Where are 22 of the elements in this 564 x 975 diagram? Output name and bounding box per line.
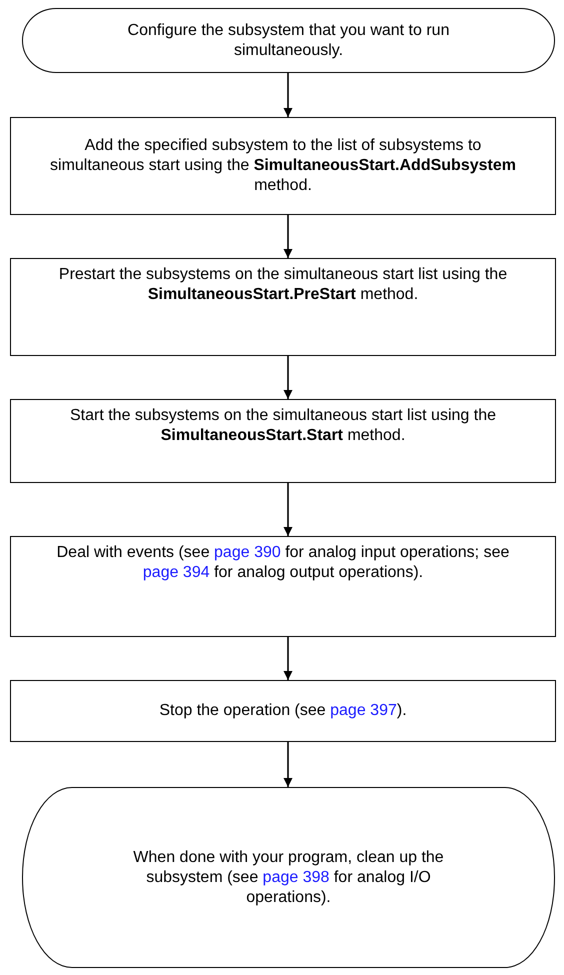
page-link: page 398 bbox=[262, 868, 330, 886]
process-box bbox=[10, 258, 556, 356]
step-text: Start the subsystems on the simultaneous start list using the SimultaneousStart.Start method. bbox=[69, 406, 497, 446]
arrow bbox=[284, 215, 292, 258]
process-box bbox=[10, 399, 556, 483]
step-text: When done with your program, clean up the subsystem (see page 398 for analog I/O operations). bbox=[132, 848, 445, 908]
page-link: page 397 bbox=[330, 702, 397, 719]
process-box bbox=[10, 680, 556, 742]
page-link: page 390 bbox=[214, 544, 281, 561]
arrow bbox=[284, 742, 292, 787]
page-link: page 394 bbox=[142, 564, 210, 581]
step-text: Prestart the subsystems on the simultaneous start list using the SimultaneousStart.PreStart method. bbox=[58, 265, 508, 305]
step-text: Stop the operation (see page 397). bbox=[159, 701, 407, 721]
step-text: Deal with events (see page 390 for analog input operations; see page 394 for analog output operations). bbox=[56, 543, 510, 583]
arrow bbox=[284, 73, 292, 117]
arrow bbox=[284, 356, 292, 399]
arrow bbox=[284, 637, 292, 680]
arrow bbox=[284, 483, 292, 536]
step-text: Configure the subsystem that you want to run simultaneously. bbox=[126, 20, 450, 60]
process-box bbox=[10, 536, 556, 637]
step-text: Add the specified subsystem to the list of subsystems to simultaneous start using the SimultaneousStart.AddSubsystem method. bbox=[49, 136, 517, 196]
process-box bbox=[10, 117, 556, 215]
